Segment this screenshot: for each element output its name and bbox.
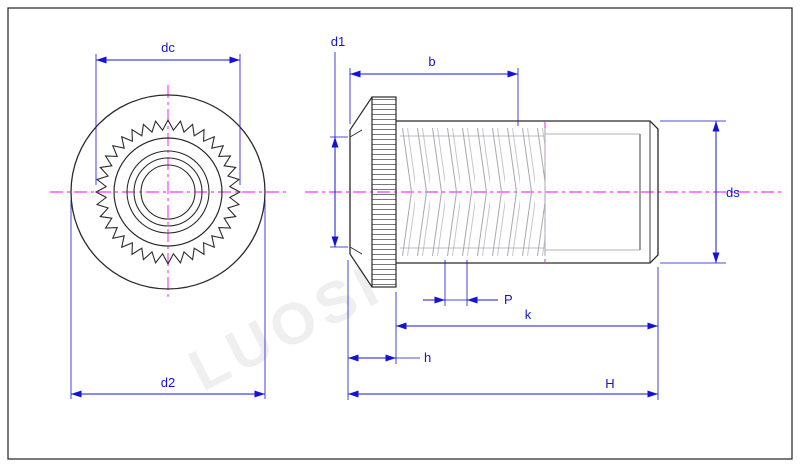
dimension-ds: ds bbox=[660, 120, 740, 264]
pilot-circle bbox=[113, 137, 223, 247]
bore-lines bbox=[545, 133, 640, 251]
d2-label: d2 bbox=[161, 375, 175, 390]
k-label: k bbox=[525, 307, 532, 322]
h-label: h bbox=[424, 350, 431, 365]
flange-outer-circle bbox=[70, 94, 266, 290]
dimension-H: H bbox=[348, 376, 658, 398]
thread-minor-circle bbox=[133, 157, 203, 227]
P-extension-lines bbox=[444, 260, 468, 306]
dimension-P: P bbox=[423, 260, 513, 307]
dimensions: dc d2 d1 b ds P bbox=[70, 34, 740, 400]
dimension-b: b bbox=[349, 54, 519, 126]
k-extension-lines bbox=[395, 267, 659, 400]
dc-extension-lines bbox=[95, 54, 241, 185]
bore-circle bbox=[140, 164, 196, 220]
thread-pattern bbox=[400, 128, 545, 256]
H-label: H bbox=[605, 376, 614, 391]
border-frame bbox=[7, 7, 793, 460]
serration-ring bbox=[94, 118, 242, 266]
ds-label: ds bbox=[726, 185, 740, 200]
dimension-d2: d2 bbox=[70, 200, 266, 399]
dc-label: dc bbox=[161, 40, 175, 55]
dimension-k: k bbox=[395, 267, 659, 400]
d2-extension-lines bbox=[70, 200, 266, 399]
thread-crest-lines bbox=[400, 135, 545, 249]
side-section-view bbox=[305, 96, 782, 288]
knurl-band bbox=[371, 96, 397, 288]
dimension-d1: d1 bbox=[330, 34, 348, 248]
dimension-dc: dc bbox=[95, 40, 241, 185]
front-view bbox=[50, 85, 286, 300]
thread-major-circle bbox=[126, 150, 210, 234]
P-label: P bbox=[504, 292, 513, 307]
thread-entry-chamfer-lines bbox=[349, 129, 363, 255]
d1-label: d1 bbox=[331, 34, 345, 49]
head-cone-lines bbox=[349, 96, 373, 288]
watermark-text: LUOSI bbox=[179, 252, 393, 404]
dimension-h: h bbox=[347, 260, 431, 400]
b-label: b bbox=[428, 54, 435, 69]
body-outline bbox=[396, 120, 659, 264]
